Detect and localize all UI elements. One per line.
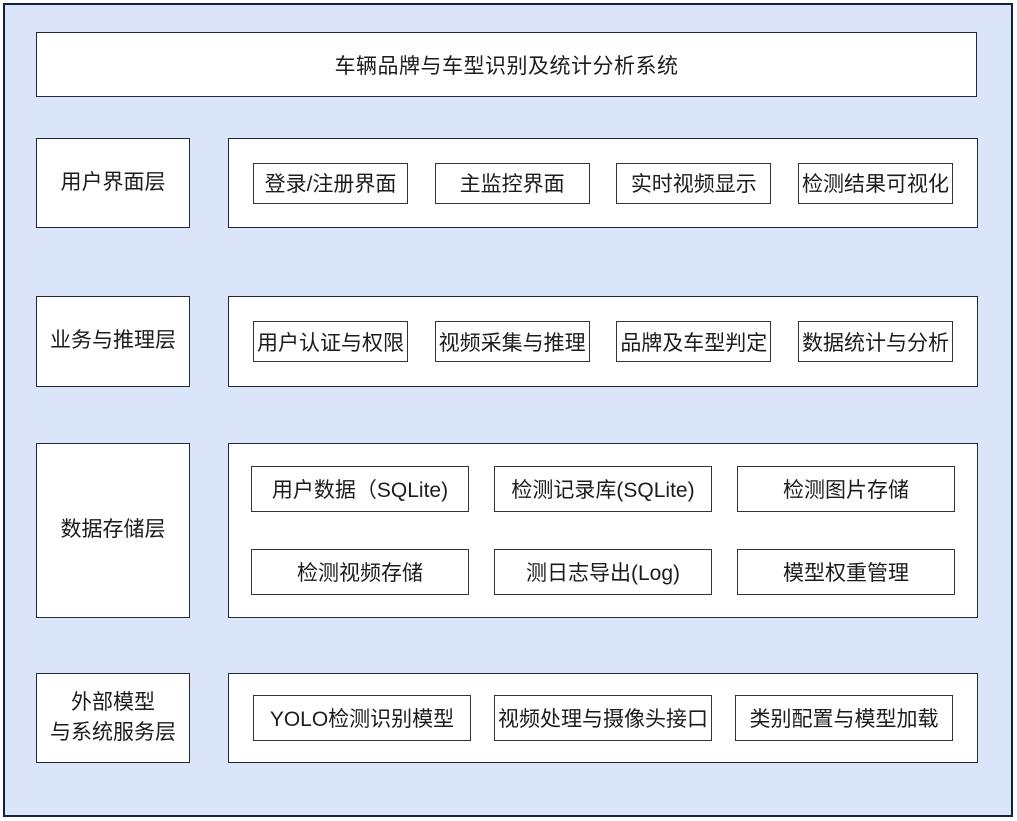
module-live-video: 实时视频显示 [616, 162, 772, 204]
layer-container-business-inference: 用户认证与权限 视频采集与推理 品牌及车型判定 数据统计与分析 [228, 296, 978, 387]
module-video-camera-interface: 视频处理与摄像头接口 [494, 695, 712, 741]
layer-label-business-inference: 业务与推理层 [36, 296, 190, 387]
layer-label-text: 用户界面层 [60, 170, 166, 194]
layer-label-external-services: 外部模型 与系统服务层 [36, 673, 190, 763]
module-yolo-detection-model: YOLO检测识别模型 [253, 695, 471, 741]
diagram-title-box: 车辆品牌与车型识别及统计分析系统 [36, 32, 977, 97]
module-label: 检测结果可视化 [801, 173, 949, 196]
module-detection-video-storage: 检测视频存储 [251, 549, 469, 595]
storage-row-2: 检测视频存储 测日志导出(Log) 模型权重管理 [251, 549, 955, 595]
module-label: 检测记录库(SQLite) [511, 479, 695, 502]
layer-label-user-interface: 用户界面层 [36, 138, 190, 228]
module-label: 实时视频显示 [630, 173, 757, 196]
module-label: 视频采集与推理 [438, 331, 586, 355]
storage-row-1: 用户数据（SQLite) 检测记录库(SQLite) 检测图片存储 [251, 466, 955, 512]
module-label: 视频处理与摄像头接口 [498, 708, 708, 731]
layer-container-user-interface: 登录/注册界面 主监控界面 实时视频显示 检测结果可视化 [228, 138, 978, 228]
module-login-register: 登录/注册界面 [253, 162, 408, 204]
module-model-weight-management: 模型权重管理 [737, 549, 955, 595]
module-detection-record-db: 检测记录库(SQLite) [494, 466, 712, 512]
module-label: 类别配置与模型加载 [749, 708, 939, 731]
module-brand-model-judgement: 品牌及车型判定 [616, 321, 772, 362]
module-user-auth: 用户认证与权限 [253, 321, 408, 362]
module-label: 测日志导出(Log) [525, 562, 681, 585]
module-log-export: 测日志导出(Log) [494, 549, 712, 595]
layer-label-text: 数据存储层 [60, 518, 166, 542]
layer-label-text: 外部模型 与系统服务层 [50, 690, 176, 744]
module-detection-visualization: 检测结果可视化 [797, 162, 953, 204]
layer-container-external-services: YOLO检测识别模型 视频处理与摄像头接口 类别配置与模型加载 [228, 673, 978, 763]
module-user-data-sqlite: 用户数据（SQLite) [251, 466, 469, 512]
layer-label-data-storage: 数据存储层 [36, 443, 190, 618]
module-label: YOLO检测识别模型 [269, 708, 455, 731]
layer-label-text: 业务与推理层 [50, 329, 176, 353]
module-label: 登录/注册界面 [264, 173, 397, 196]
module-label: 检测图片存储 [783, 479, 909, 502]
module-data-statistics: 数据统计与分析 [797, 321, 953, 362]
module-main-monitor: 主监控界面 [434, 162, 590, 204]
module-label: 主监控界面 [459, 173, 565, 196]
module-video-capture-inference: 视频采集与推理 [434, 321, 590, 362]
module-detection-image-storage: 检测图片存储 [737, 466, 955, 512]
module-label: 检测视频存储 [297, 562, 423, 585]
module-label: 数据统计与分析 [801, 331, 949, 355]
layer-container-data-storage: 用户数据（SQLite) 检测记录库(SQLite) 检测图片存储 检测视频存储… [228, 443, 978, 618]
module-label: 用户数据（SQLite) [271, 479, 449, 502]
module-label: 模型权重管理 [783, 562, 909, 585]
module-label: 品牌及车型判定 [620, 331, 768, 355]
diagram-title: 车辆品牌与车型识别及统计分析系统 [334, 54, 679, 78]
module-label: 用户认证与权限 [257, 331, 404, 355]
module-class-config-model-loading: 类别配置与模型加载 [735, 695, 953, 741]
